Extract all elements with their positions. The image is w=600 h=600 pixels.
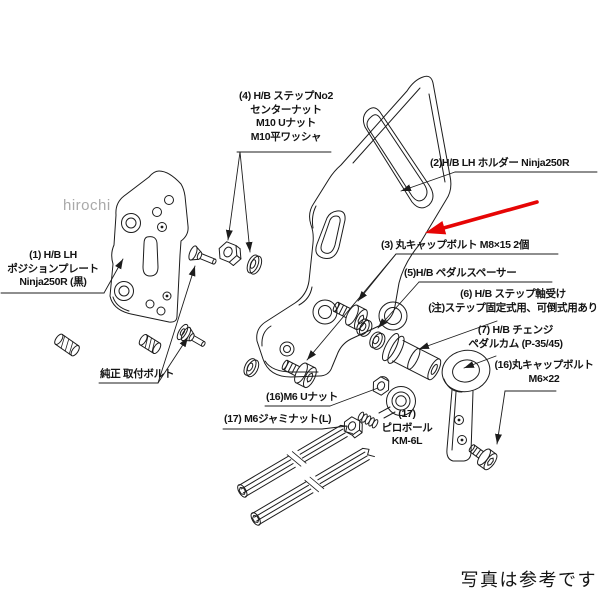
label-part17-rod-end-line: KM-6L (391, 435, 423, 447)
label-part17-jam-nut: (17) M6ジャミナット(L) (224, 413, 332, 425)
change-pedal-cam (441, 349, 491, 462)
label-part4-line: センターナット (250, 103, 322, 116)
pedal-spacer-washer (369, 331, 386, 350)
stock-bolt-spacer (54, 333, 80, 357)
pillow-ball-rod-end (378, 386, 416, 419)
holder-bracket-drawing (256, 75, 452, 378)
label-part4-line: M10平ワッシャ (250, 130, 322, 143)
red-arrow (425, 200, 539, 235)
stock-bolt-lower (176, 323, 206, 347)
label-part6-line: (注)ステップ固定式用、可倒式用あり (428, 301, 598, 314)
jam-nut (343, 416, 363, 439)
label-part1-line: ポジションプレート (7, 262, 99, 275)
cap-bolt-m6 (468, 444, 498, 471)
tie-rod (250, 447, 375, 526)
u-nut (372, 376, 390, 396)
label-part1-line: (1) H/B LH (29, 249, 77, 261)
threaded-stud (357, 411, 379, 429)
label-part5: (5)H/B ペダルスペーサー (404, 267, 517, 279)
tie-rod (237, 424, 353, 498)
leader-lines (0, 151, 598, 445)
label-part6-line: (6) H/B ステップ軸受け (460, 288, 566, 300)
pedal-spacer-washer (356, 318, 373, 337)
photo-reference-note: 写真は参考です (460, 570, 597, 590)
label-part4-line: (4) H/B ステップNo2 (238, 90, 334, 102)
label-part7-line: ペダルカム (P-35/45) (468, 337, 563, 350)
label-part2: (2)H/B LH ホルダー Ninja250R (430, 157, 570, 169)
label-part17-rod-end: (17) ピロボール KM-6L (378, 408, 436, 449)
label-part4-line: M10 Uナット (255, 117, 317, 129)
step-bearing (381, 333, 442, 381)
label-part17-rod-end-line: (17) (398, 408, 416, 420)
stock-bolt-spacer (138, 333, 162, 355)
label-part3: (3) 丸キャップボルト M8×15 2個 (381, 239, 530, 251)
label-part1-line: Ninja250R (黒) (19, 276, 87, 288)
position-plate-drawing (109, 170, 189, 323)
label-part1: (1) H/B LH ポジションプレート Ninja250R (黒) (0, 249, 106, 290)
label-part16-bolt-line: (16)丸キャップボルト (494, 359, 594, 371)
flat-washer (243, 358, 260, 378)
cap-bolt-m8 (281, 359, 317, 389)
label-part6: (6) H/B ステップ軸受け (注)ステップ固定式用、可倒式用あり (428, 288, 598, 315)
label-part17-rod-end-line: ピロボール (381, 421, 433, 434)
label-part16-bolt: (16)丸キャップボルト M6×22 (490, 359, 598, 386)
flat-washer (246, 254, 263, 275)
stock-bolt-upper (188, 245, 217, 265)
label-part4: (4) H/B ステップNo2 センターナット M10 Uナット M10平ワッシ… (234, 90, 338, 144)
center-nut (218, 241, 242, 266)
watermark: hirochi (63, 197, 111, 214)
label-part7-line: (7) H/B チェンジ (477, 324, 554, 336)
label-stock-bolt: 純正 取付ボルト (100, 368, 175, 380)
label-part7: (7) H/B チェンジ ペダルカム (P-35/45) (438, 324, 593, 351)
label-part16-nut: (16)M6 Uナット (266, 391, 338, 403)
label-part16-bolt-line: M6×22 (528, 372, 560, 385)
